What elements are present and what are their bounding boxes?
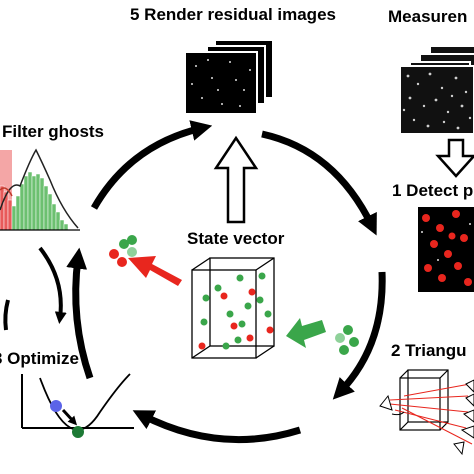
arrow-optimize-to-filter [66,247,94,380]
label-triangulate: 2 Triangu [391,341,467,360]
optimum-point [72,426,84,438]
triangulation-graphic [379,369,474,456]
arrow-filter-to-optimize [38,246,67,324]
start-point [50,400,62,412]
arrow-left-edge [3,299,10,331]
filter-side-arrows [3,246,67,331]
hollow-arrow-up [213,135,259,224]
label-detect: 1 Detect p [392,181,474,200]
cycle-arrows [66,120,386,444]
ghost-particle-cluster [109,235,137,267]
measurement-images-stack [399,45,474,135]
arrow-filter-to-render [90,120,213,210]
label-optimize: 3 Optimize [0,349,79,368]
arrow-render-to-detect [261,130,377,236]
state-vector-cube [191,257,275,359]
label-filter-ghosts: Filter ghosts [2,122,105,141]
residual-images-stack [184,39,274,115]
optimize-plot [21,373,134,438]
label-measurement: Measuren [388,7,468,26]
ghost-histogram [0,148,80,231]
arrow-triangulate-to-optimize [132,410,302,444]
state-vector-particles [198,272,274,350]
label-state-vector: State vector [187,229,285,248]
green-arrow-to-state [286,318,326,348]
detected-particles-image [418,207,474,292]
red-arrow-to-ghosts [128,256,182,286]
triangulated-particle-cluster [335,325,359,355]
hollow-arrow-down [435,138,474,178]
label-render-residual: 5 Render residual images [130,5,336,24]
arrow-detect-to-triangulate [332,271,386,400]
